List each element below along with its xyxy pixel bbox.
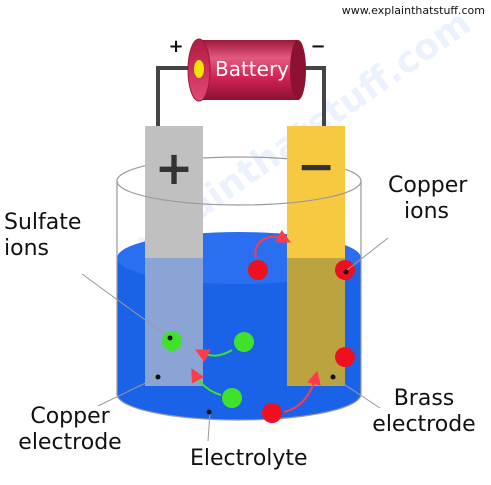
copper-ion [262, 403, 282, 423]
copper-ions-label: Copper ions [388, 173, 467, 225]
brass-electrode-label-line1: Brass [393, 386, 455, 411]
battery-negative-symbol: − [310, 36, 325, 57]
source-url: www.explainthatstuff.com [341, 4, 485, 17]
battery-label: Battery [215, 57, 289, 81]
beaker [116, 180, 362, 421]
copper-electrode-label-line2: electrode [18, 430, 122, 455]
beaker-rim-front [116, 180, 362, 206]
arrow-copper-ion-to-cathode [283, 370, 321, 413]
battery-right-end [290, 40, 306, 100]
brass-electrode-symbol: − [297, 139, 336, 193]
copper-electrode-label-line1: Copper [30, 404, 110, 429]
sulfate-ions-label: Sulfate ions [4, 210, 81, 262]
positive-wire [156, 66, 190, 126]
electrolyte-label: Electrolyte [190, 446, 308, 471]
sulfate-ions-label-line1: Sulfate [4, 210, 82, 235]
brass-electrode: − [287, 126, 345, 386]
beaker-bottom [116, 393, 362, 421]
battery-positive-symbol: + [168, 36, 183, 57]
copper-ion [248, 260, 268, 280]
battery: Battery + − [168, 36, 326, 102]
copper-ions [248, 260, 355, 423]
copper-electrode-symbol: + [155, 141, 194, 195]
copper-ions-label-line2: ions [404, 199, 449, 224]
sulfate-ion [222, 388, 242, 408]
leader-lines [81, 237, 389, 442]
copper-electrode-label: Copper electrode [8, 404, 132, 456]
battery-body [199, 40, 298, 100]
battery-positive-terminal [194, 60, 204, 78]
sulfate-ions-label-line2: ions [4, 236, 49, 261]
ion-arrows [191, 229, 321, 413]
brass-electrode-label-line2: electrode [372, 412, 476, 437]
leader-dots [155, 269, 349, 415]
arrow-sulfate-ion-to-anode [194, 349, 233, 363]
sulfate-ion [234, 332, 254, 352]
arrow-sulfate-ion-lower [191, 368, 222, 396]
copper-ion [335, 347, 355, 367]
brass-electrode-label: Brass electrode [362, 386, 486, 438]
copper-ions-label-line1: Copper [388, 173, 468, 198]
beaker-rim-back [116, 156, 362, 182]
arrow-copper-ion-up [254, 229, 292, 259]
